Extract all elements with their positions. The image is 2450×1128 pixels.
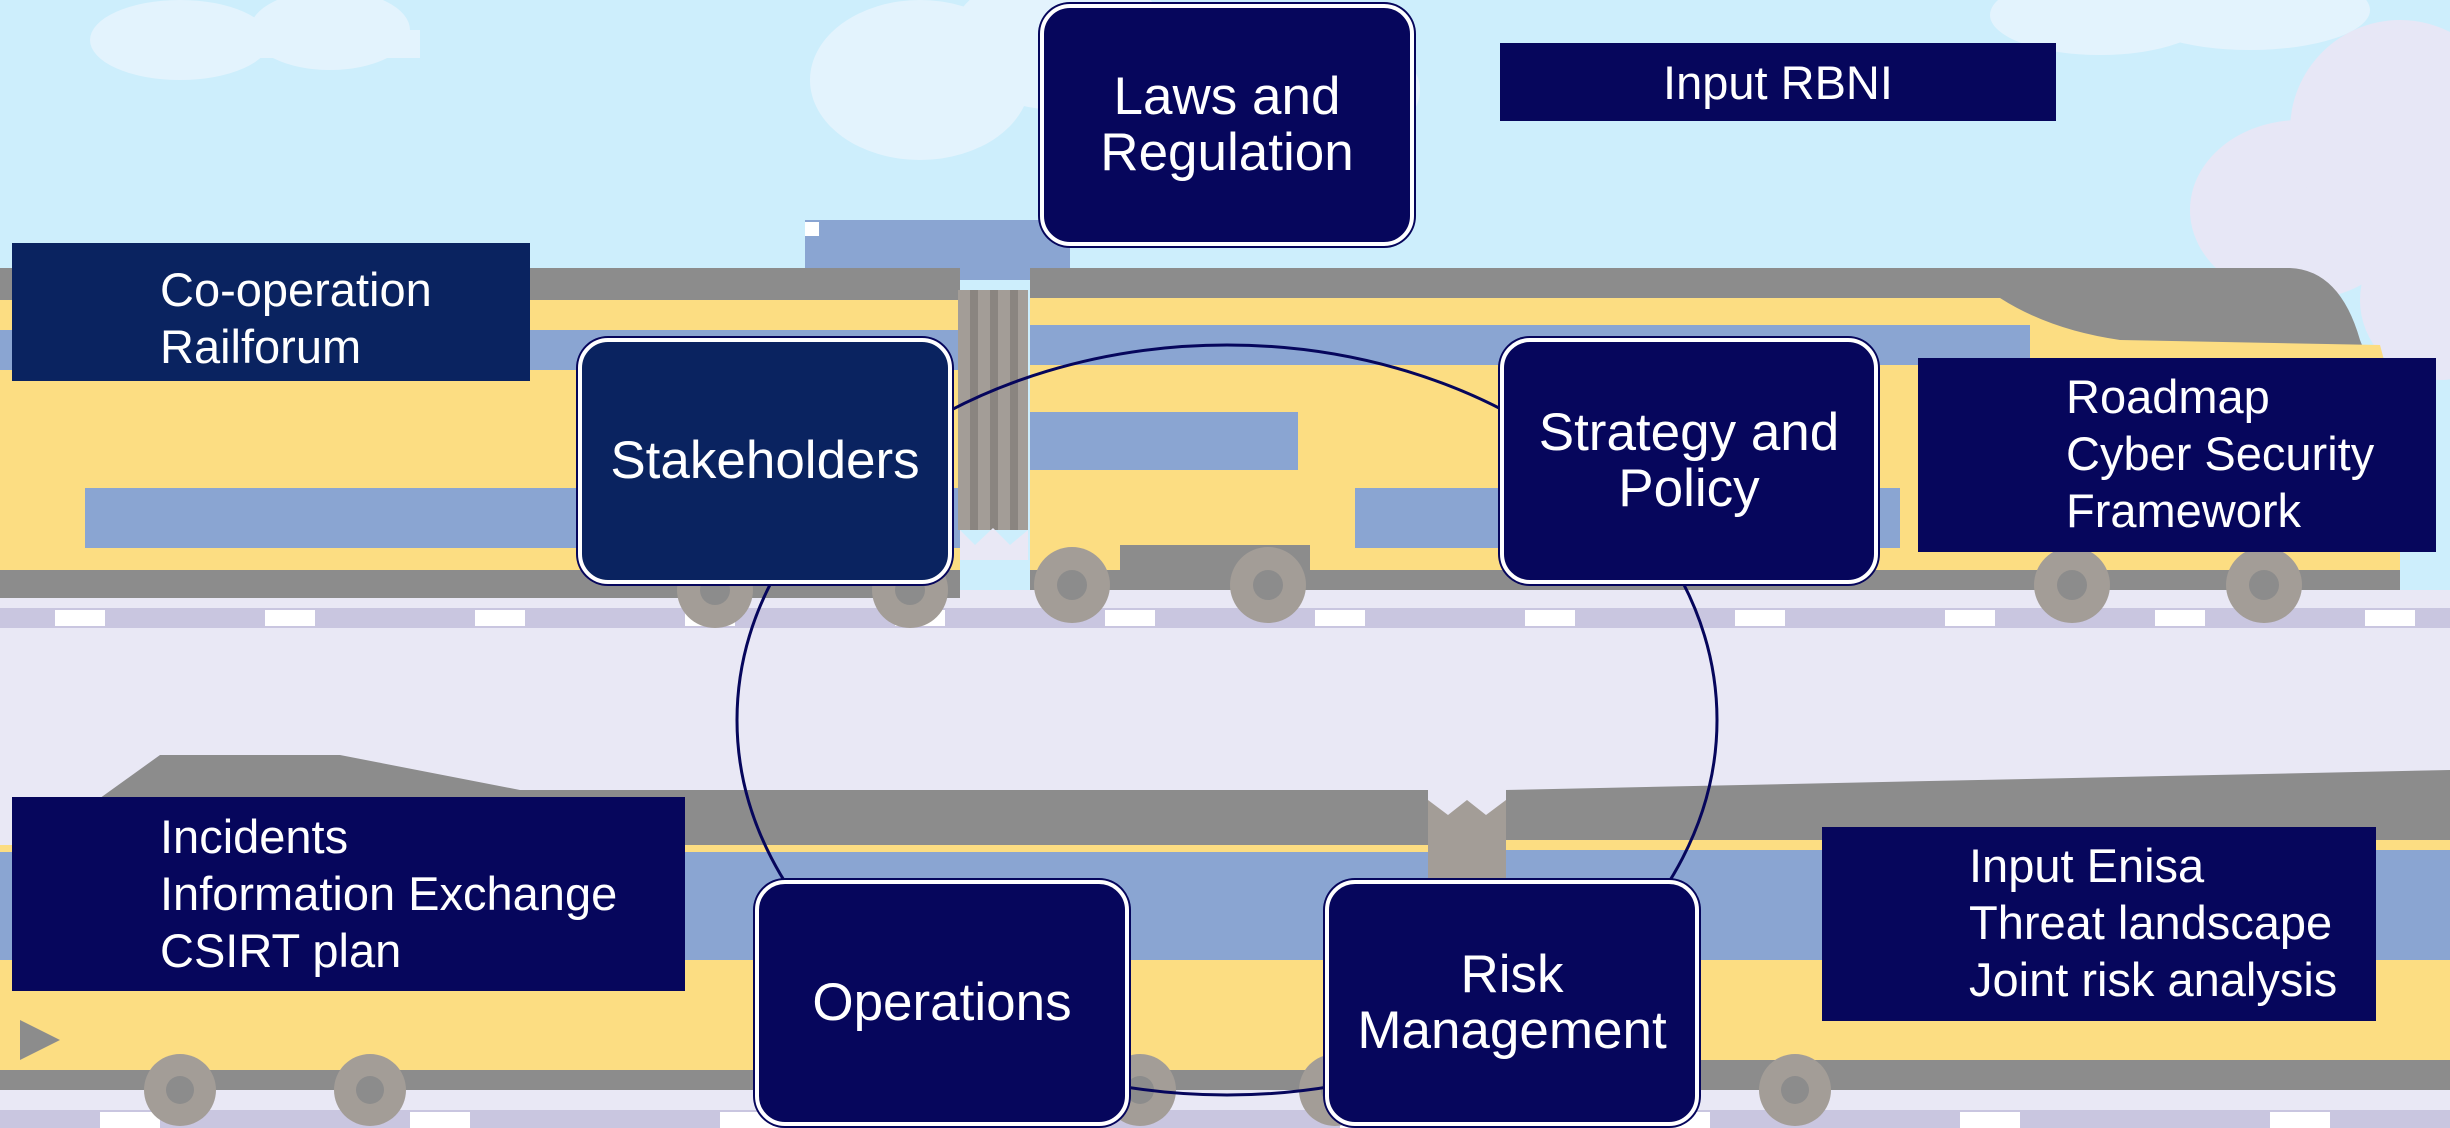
node-laws-and-regulation-label: Laws and Regulation: [1100, 66, 1354, 182]
callout-cooperation-line-1: Co-operation: [160, 263, 432, 316]
node-risk-management-label: Risk Management: [1357, 944, 1667, 1060]
callout-enisa-line-1: Input Enisa: [1969, 839, 2205, 892]
callout-roadmap-line-3: Framework: [2066, 484, 2302, 537]
node-strategy-and-policy-label: Strategy and Policy: [1538, 402, 1840, 518]
node-laws-and-regulation: Laws and Regulation: [1040, 4, 1414, 246]
callout-input-rbni: Input RBNI: [1500, 43, 2056, 121]
callout-incidents: Incidents Information Exchange CSIRT pla…: [12, 797, 685, 991]
callout-cooperation-line-2: Railforum: [160, 320, 362, 373]
callout-roadmap-line-1: Roadmap: [2066, 370, 2270, 423]
callout-enisa-line-3: Joint risk analysis: [1969, 953, 2338, 1006]
node-stakeholders-label: Stakeholders: [610, 430, 920, 490]
rail-ties-bottom: [0, 1110, 2450, 1128]
callout-roadmap: Roadmap Cyber Security Framework: [1918, 358, 2436, 552]
callout-incidents-line-1: Incidents: [160, 810, 349, 863]
node-strategy-and-policy: Strategy and Policy: [1500, 338, 1878, 584]
callout-roadmap-line-2: Cyber Security: [2066, 427, 2375, 480]
callout-enisa-line-2: Threat landscape: [1969, 896, 2333, 949]
node-risk-management: Risk Management: [1325, 880, 1699, 1126]
cloud-right: [2190, 20, 2450, 380]
callout-incidents-line-2: Information Exchange: [160, 867, 618, 920]
callout-input-rbni-line-1: Input RBNI: [1663, 55, 1893, 109]
node-operations: Operations: [755, 880, 1129, 1126]
callout-enisa: Input Enisa Threat landscape Joint risk …: [1822, 827, 2376, 1021]
callout-incidents-line-3: CSIRT plan: [160, 924, 402, 977]
cycle-connector-ring: [735, 343, 1719, 1097]
node-operations-label: Operations: [812, 972, 1072, 1032]
node-stakeholders: Stakeholders: [578, 338, 952, 584]
callout-cooperation: Co-operation Railforum: [12, 243, 530, 381]
rail-ties-top: [0, 608, 2450, 628]
